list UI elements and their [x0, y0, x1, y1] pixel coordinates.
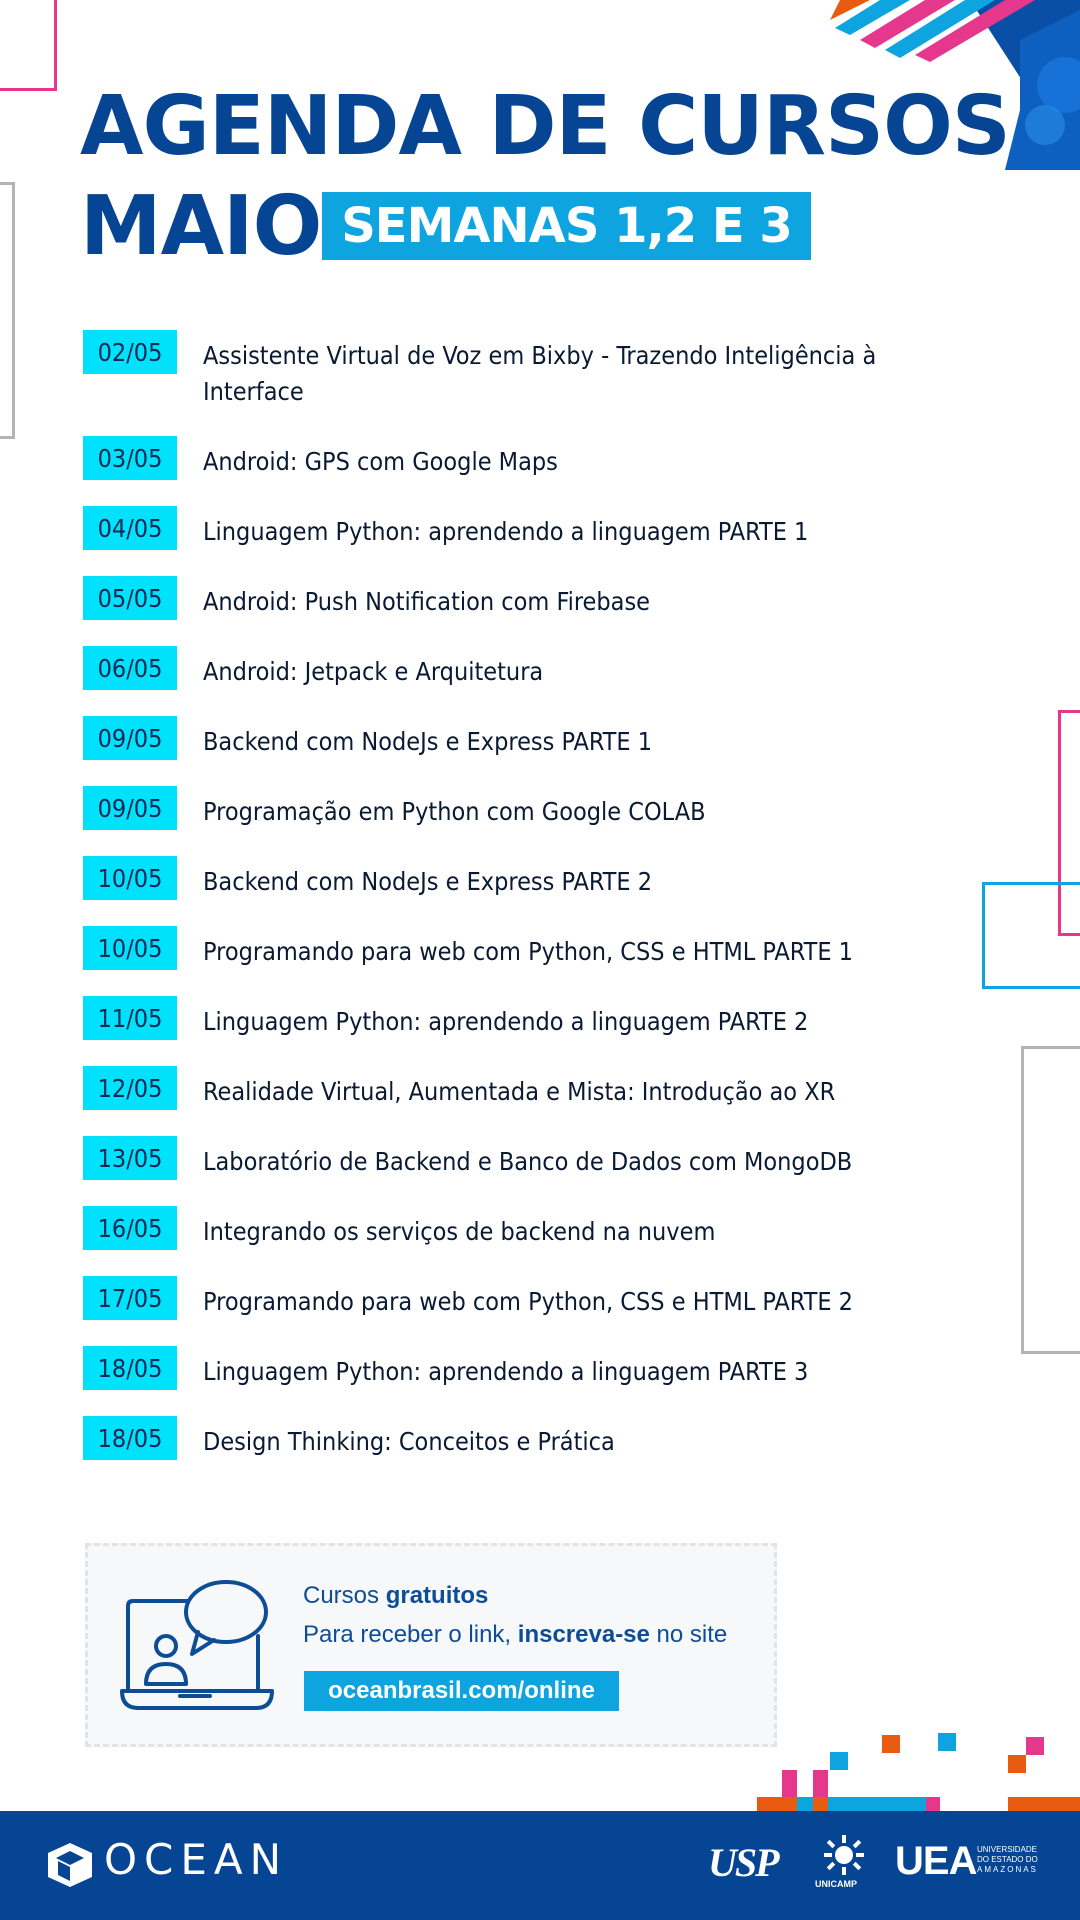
deco-frame-gray-right — [1021, 1046, 1080, 1354]
uea-sub-line2: DO ESTADO DO — [977, 1855, 1038, 1864]
course-title: Android: Push Notification com Firebase — [203, 587, 651, 616]
footer: OCEAN USP UNICAMP UEA UNIVERSIDADE DO ES… — [0, 1811, 1080, 1920]
course-title: Programação em Python com Google COLAB — [203, 797, 706, 826]
course-date: 12/05 — [83, 1066, 177, 1110]
info-subscribe-bold: inscreva-se — [517, 1621, 650, 1648]
course-date: 17/05 — [83, 1276, 177, 1320]
course-date: 09/05 — [83, 786, 177, 830]
course-title: Android: GPS com Google Maps — [203, 447, 558, 476]
course-title: Programando para web com Python, CSS e H… — [203, 937, 853, 966]
course-title: Integrando os serviços de backend na nuv… — [203, 1217, 716, 1246]
page-subtitle-month: MAIO — [80, 179, 322, 274]
info-free-prefix: Cursos — [303, 1582, 386, 1609]
partner-uea-logo: UEA — [895, 1839, 977, 1883]
course-date: 09/05 — [83, 716, 177, 760]
footer-brand: OCEAN — [104, 1835, 289, 1884]
ocean-logo-icon — [48, 1843, 92, 1887]
course-date: 18/05 — [83, 1346, 177, 1390]
unicamp-logo-icon — [824, 1835, 864, 1875]
page-title: AGENDA DE CURSOS — [80, 79, 1011, 174]
info-free-bold: gratuitos — [385, 1582, 489, 1609]
course-date: 10/05 — [83, 926, 177, 970]
deco-frame-gray-left — [0, 182, 15, 439]
course-title: Backend com NodeJs e Express PARTE 1 — [203, 727, 653, 756]
course-date: 13/05 — [83, 1136, 177, 1180]
course-title: Programando para web com Python, CSS e H… — [203, 1287, 853, 1316]
deco-frame-blue-right — [982, 882, 1080, 989]
course-date: 04/05 — [83, 506, 177, 550]
course-title: Linguagem Python: aprendendo a linguagem… — [203, 1007, 809, 1036]
partner-uea-subtitle: UNIVERSIDADE DO ESTADO DO AMAZONAS — [977, 1845, 1038, 1875]
partner-usp-logo: USP — [708, 1840, 780, 1885]
site-link[interactable]: oceanbrasil.com/online — [304, 1671, 619, 1711]
course-date: 16/05 — [83, 1206, 177, 1250]
course-date: 11/05 — [83, 996, 177, 1040]
course-date: 10/05 — [83, 856, 177, 900]
uea-sub-line3: AMAZONAS — [977, 1865, 1038, 1874]
course-title: Realidade Virtual, Aumentada e Mista: In… — [203, 1077, 836, 1106]
course-title: Design Thinking: Conceitos e Prática — [203, 1427, 615, 1456]
info-box: Cursos gratuitos Para receber o link, in… — [85, 1543, 777, 1747]
course-title: Android: Jetpack e Arquitetura — [203, 657, 544, 686]
partner-unicamp-label: UNICAMP — [815, 1879, 857, 1889]
course-date: 18/05 — [83, 1416, 177, 1460]
course-title: Laboratório de Backend e Banco de Dados … — [203, 1147, 853, 1176]
course-title: Linguagem Python: aprendendo a linguagem… — [203, 1357, 809, 1386]
info-line-subscribe: Para receber o link, inscreva-se no site — [303, 1621, 727, 1649]
course-date: 03/05 — [83, 436, 177, 480]
deco-stripes-top-right — [830, 0, 1080, 170]
course-date: 05/05 — [83, 576, 177, 620]
video-chat-icon — [120, 1580, 274, 1710]
deco-frame-magenta-right — [1058, 710, 1080, 936]
info-line-free: Cursos gratuitos — [303, 1582, 488, 1610]
weeks-badge: SEMANAS 1,2 E 3 — [322, 192, 811, 260]
deco-frame-magenta-top-left — [0, 0, 57, 91]
course-date: 06/05 — [83, 646, 177, 690]
info-subscribe-prefix: Para receber o link, — [303, 1621, 518, 1648]
course-title: Backend com NodeJs e Express PARTE 2 — [203, 867, 653, 896]
course-date: 02/05 — [83, 330, 177, 374]
course-title: Linguagem Python: aprendendo a linguagem… — [203, 517, 809, 546]
uea-sub-line1: UNIVERSIDADE — [977, 1845, 1038, 1854]
course-title: Assistente Virtual de Voz em Bixby - Tra… — [203, 341, 877, 406]
info-subscribe-suffix: no site — [649, 1621, 728, 1648]
